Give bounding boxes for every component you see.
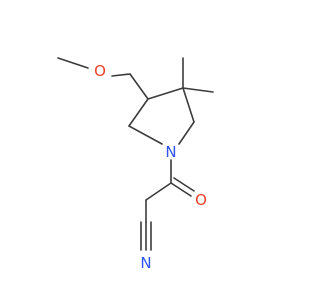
bond-c3-methyl-b xyxy=(182,87,214,93)
bond-c2-n1 xyxy=(178,121,195,145)
bond-n1-c5 xyxy=(128,125,163,145)
atom-nitrogen-nitrile: N xyxy=(140,254,151,272)
molecule-canvas: O N O N xyxy=(57,57,214,272)
atom-nitrogen-ring: N xyxy=(165,143,176,161)
atom-oxygen-carbonyl: O xyxy=(195,191,207,209)
bond-carbonyl-oxygen-b xyxy=(173,177,195,192)
atom-oxygen-methoxy: O xyxy=(94,62,106,80)
bond-ch2-ring xyxy=(129,73,149,100)
bond-methyl-oxygen xyxy=(57,57,89,69)
bond-c4-c3 xyxy=(147,87,184,100)
bond-carbonyl-oxygen-a xyxy=(170,182,192,197)
bond-c5-c4 xyxy=(128,98,149,127)
structure-diagram: O N O N xyxy=(57,57,214,272)
bond-carbonyl-ch2 xyxy=(145,182,172,201)
bond-oxygen-ch2 xyxy=(111,73,131,77)
bond-c3-c2 xyxy=(182,87,195,123)
